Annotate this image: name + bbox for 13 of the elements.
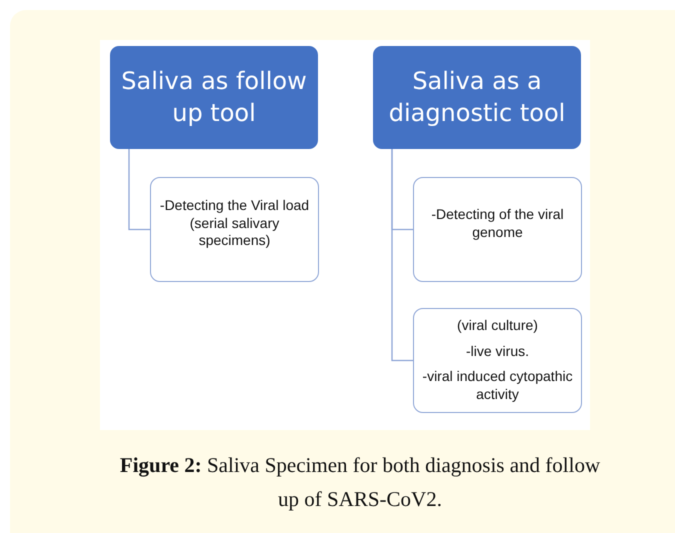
figure-caption: Figure 2: Saliva Specimen for both diagnosis and follow up of SARS-CoV2. xyxy=(118,452,602,513)
content-box xyxy=(150,177,319,282)
content-box xyxy=(413,177,582,282)
box-text: (viral culture) xyxy=(457,317,538,334)
content-box xyxy=(413,308,582,413)
heading-box: Saliva as a diagnostic tool xyxy=(373,46,581,149)
connector-line xyxy=(128,149,150,230)
heading-box: Saliva as follow up tool xyxy=(110,46,318,149)
box-text: -Detecting of the viral genome xyxy=(430,206,565,241)
connector-line xyxy=(391,149,413,362)
box-text: -Detecting the Viral load (serial salivary specimens) xyxy=(159,197,310,250)
box-text: -live virus. xyxy=(466,342,529,360)
box-text: -viral induced cytopathic activity xyxy=(421,368,574,403)
